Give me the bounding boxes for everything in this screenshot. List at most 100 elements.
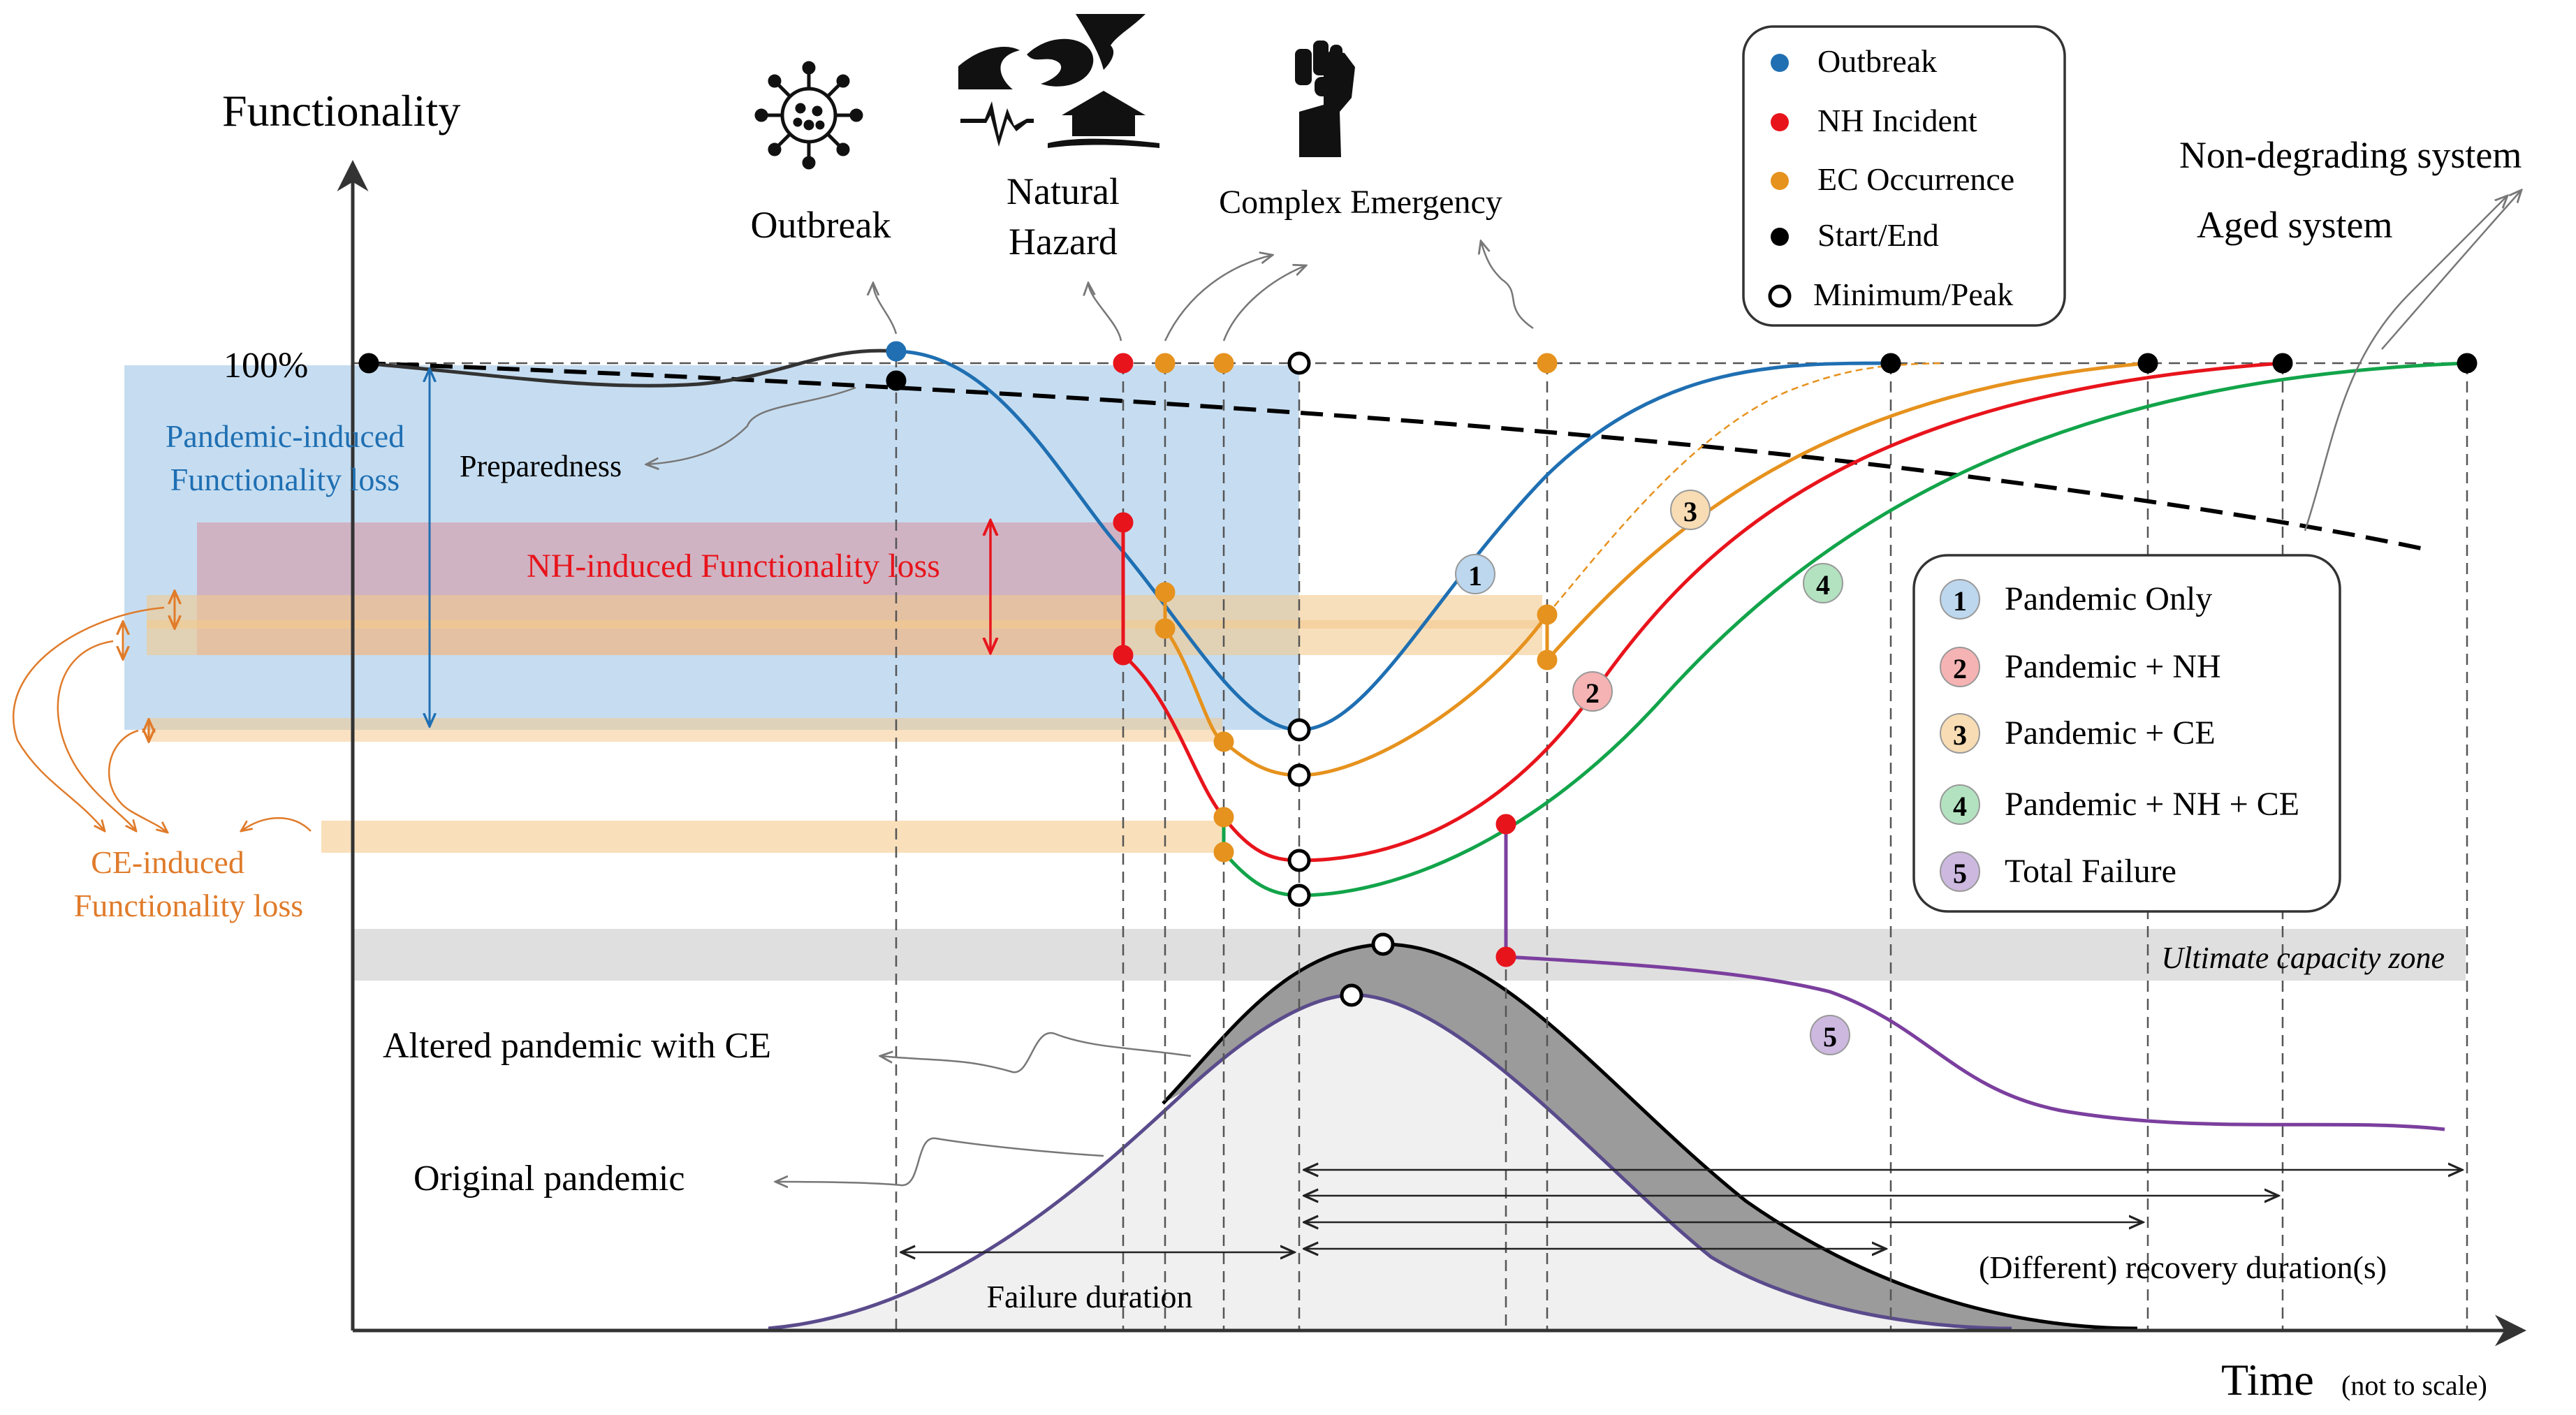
- outbreak-event-label: Outbreak: [751, 204, 891, 246]
- x-axis-title: Time: [2221, 1355, 2314, 1405]
- scenario-legend-4: Pandemic + NH + CE: [2005, 786, 2299, 823]
- minimum-marker: [1287, 351, 1311, 375]
- scenario-legend-2: Pandemic + NH: [2005, 648, 2221, 685]
- ec-occurrence-marker: [1213, 353, 1234, 374]
- ec-occurrence-marker: [1537, 604, 1558, 625]
- ce-band-4: [321, 821, 1222, 853]
- outbreak-marker: [886, 341, 907, 362]
- scenario-legend-3: Pandemic + CE: [2005, 714, 2216, 752]
- aged-system-leader: [2304, 196, 2508, 531]
- altered-pandemic-area: [1163, 944, 2137, 1328]
- svg-text:1: 1: [1468, 560, 1482, 592]
- marker-legend-start-end: Start/End: [1817, 217, 1939, 253]
- original-pandemic-label: Original pandemic: [414, 1159, 685, 1198]
- preparedness-label: Preparedness: [460, 449, 622, 483]
- curve-pandemic-only: [895, 349, 1891, 732]
- start-marker-aged: [886, 370, 907, 391]
- ce-leader-2: [1222, 265, 1306, 342]
- pre-event-curve: [363, 349, 897, 388]
- y-tick-100: 100%: [224, 346, 308, 386]
- original-pandemic-curve: [768, 992, 2012, 1330]
- curve-total-failure: [1504, 824, 2445, 1131]
- svg-text:5: 5: [1823, 1021, 1837, 1053]
- ce-band-3: [147, 718, 1222, 742]
- scenario-badge-3: 3: [1670, 490, 1711, 530]
- nh-incident-marker: [1113, 353, 1134, 374]
- complex-emergency-label: Complex Emergency: [1219, 184, 1502, 221]
- end-marker: [2457, 353, 2478, 374]
- recovery-duration-label: (Different) recovery duration(s): [1979, 1249, 2387, 1285]
- start-marker: [358, 353, 379, 374]
- minimum-marker: [1287, 884, 1311, 907]
- svg-text:2: 2: [1953, 653, 1967, 684]
- marker-legend-min-peak: Minimum/Peak: [1813, 277, 2013, 312]
- peak-marker: [1340, 983, 1363, 1007]
- nh-incident-marker: [1113, 645, 1134, 666]
- altered-pandemic-curve: [1162, 942, 2138, 1330]
- ultimate-capacity-label: Ultimate capacity zone: [2161, 941, 2445, 975]
- ec-occurrence-marker: [1213, 731, 1234, 752]
- marker-legend-nh: NH Incident: [1817, 103, 1977, 138]
- svg-text:3: 3: [1683, 496, 1697, 527]
- end-marker: [1880, 353, 1901, 374]
- nh-leader: [1088, 283, 1122, 342]
- scenario-badge-4: 4: [1803, 563, 1843, 603]
- minimum-marker: [1287, 763, 1311, 787]
- scenario-legend-5: Total Failure: [2005, 853, 2176, 890]
- aged-system-curve: [363, 361, 2431, 552]
- ec-occurrence-marker: [1537, 353, 1558, 374]
- pandemic-loss-label-2: Functionality loss: [170, 462, 400, 497]
- nh-incident-marker: [1495, 814, 1516, 835]
- ec-occurrence-marker: [1537, 650, 1558, 670]
- original-pandemic-leader: [775, 1137, 1104, 1185]
- svg-text:1: 1: [1953, 585, 1967, 617]
- curve-pandemic-nh: [1121, 361, 2283, 863]
- marker-legend-ec: EC Occurrence: [1817, 161, 2014, 197]
- natural-hazard-label: Natural: [1007, 170, 1120, 212]
- svg-text:4: 4: [1816, 569, 1830, 601]
- altered-pandemic-label: Altered pandemic with CE: [383, 1026, 771, 1066]
- aged-system-label: Aged system: [2197, 204, 2392, 246]
- nh-loss-label: NH-induced Functionality loss: [527, 548, 940, 585]
- ec-occurrence-marker: [1155, 582, 1176, 603]
- failure-duration-label: Failure duration: [986, 1279, 1192, 1314]
- nh-incident-marker: [1495, 946, 1516, 967]
- pandemic-loss-label: Pandemic-induced: [166, 418, 404, 454]
- natural-hazard-label-2: Hazard: [1009, 221, 1118, 263]
- ec-occurrence-marker: [1213, 842, 1234, 863]
- x-axis-note: (not to scale): [2341, 1370, 2487, 1401]
- svg-text:3: 3: [1953, 719, 1967, 751]
- outbreak-leader: [873, 283, 898, 335]
- marker-legend: Outbreak NH Incident EC Occurrence Start…: [1742, 25, 2066, 327]
- ce-loss-label-2: Functionality loss: [74, 888, 303, 923]
- scenario-badge-1: 1: [1455, 554, 1495, 594]
- virus-icon: [754, 61, 863, 170]
- scenario-legend: 1 Pandemic Only 2 Pandemic + NH 3 Pandem…: [1912, 554, 2341, 913]
- ce-loss-leaders: [13, 606, 312, 833]
- raised-fist-icon: [1295, 41, 1355, 157]
- marker-legend-outbreak: Outbreak: [1817, 43, 1937, 79]
- svg-text:2: 2: [1586, 677, 1600, 709]
- non-degrading-label: Non-degrading system: [2179, 134, 2522, 176]
- ce-leader-3: [1481, 241, 1534, 330]
- y-axis-title: Functionality: [222, 86, 460, 135]
- preparedness-leader: [646, 386, 856, 464]
- non-degrading-leader: [2381, 190, 2522, 350]
- ce-loss-label: CE-induced: [91, 844, 244, 880]
- svg-text:4: 4: [1953, 791, 1967, 822]
- curve-pandemic-ce-thin: [1546, 362, 1942, 615]
- ec-occurrence-marker: [1155, 618, 1176, 639]
- nh-incident-marker: [1113, 512, 1134, 533]
- scenario-badge-5: 5: [1810, 1015, 1850, 1055]
- svg-text:5: 5: [1953, 858, 1967, 889]
- ec-occurrence-marker: [1155, 353, 1176, 374]
- end-marker: [2137, 353, 2158, 374]
- natural-hazard-icon: [958, 14, 1159, 148]
- altered-pandemic-leader: [880, 1032, 1192, 1073]
- scenario-legend-1: Pandemic Only: [2005, 580, 2212, 617]
- minimum-marker: [1287, 718, 1311, 742]
- scenario-badge-2: 2: [1572, 671, 1613, 712]
- recovery-duration-arrows: [1304, 1170, 2462, 1249]
- ce-leader-1: [1164, 255, 1273, 342]
